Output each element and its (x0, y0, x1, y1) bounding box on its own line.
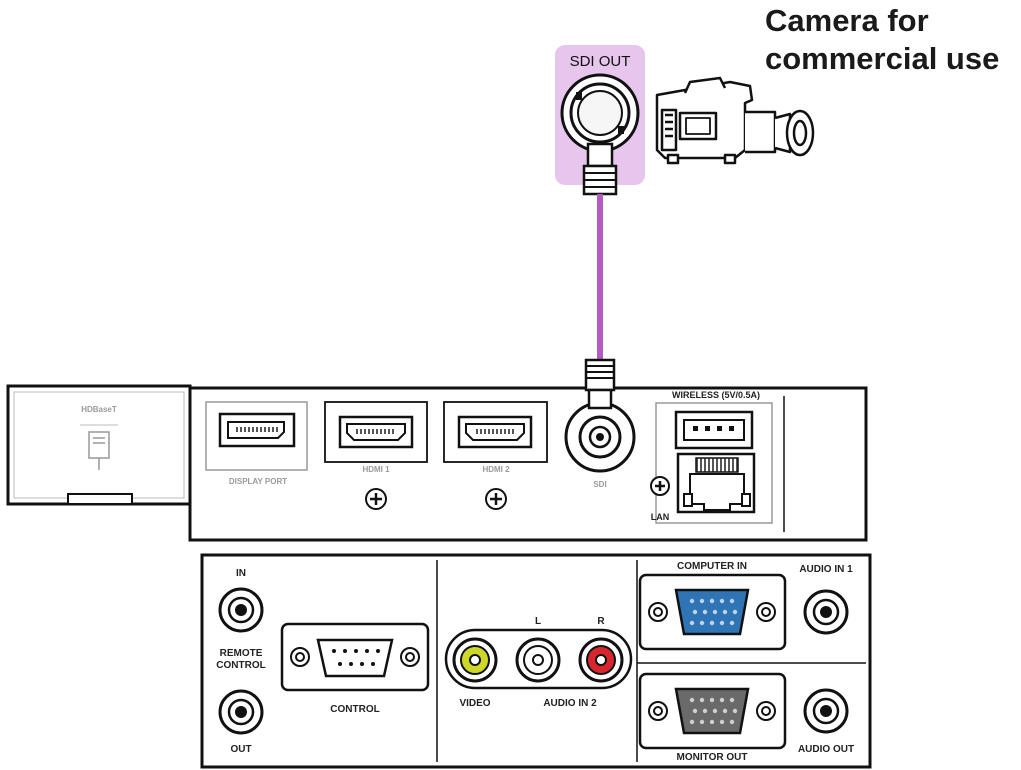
audio-l-jack (515, 637, 561, 683)
usb-label: WIRELESS (5V/0.5A) (672, 390, 760, 400)
remote-control-ports: IN REMOTE CONTROL OUT (216, 568, 265, 755)
hdmi-2-port: HDMI 2 (443, 401, 548, 510)
remote-control-label-1: REMOTE (220, 648, 263, 659)
hdbaset-label: HDBaseT (81, 405, 117, 414)
title-line-2: commercial use (765, 41, 999, 76)
monitor-out-label: MONITOR OUT (677, 752, 748, 763)
video-label: VIDEO (459, 698, 490, 709)
sdi-out-label: SDI OUT (570, 53, 631, 70)
camera-sdi-out-port: SDI OUT (555, 45, 645, 196)
computer-in-port: COMPUTER IN (638, 561, 787, 651)
monitor-out-port: MONITOR OUT (638, 672, 787, 763)
video-jack (452, 637, 498, 683)
sdi-label: SDI (593, 480, 606, 489)
audio-in2-label: AUDIO IN 2 (543, 698, 597, 709)
ethernet-plug-icon (88, 431, 110, 470)
remote-out-label: OUT (230, 744, 251, 755)
control-port: CONTROL (280, 622, 430, 715)
screw-icon (485, 488, 507, 510)
hdmi-1-port: HDMI 1 (324, 401, 428, 510)
audio-r-label: R (597, 616, 605, 627)
lan-label: LAN (651, 512, 670, 522)
remote-control-label-2: CONTROL (216, 660, 265, 671)
video-camera-icon (655, 76, 815, 165)
hdbaset-module: HDBaseT (6, 384, 192, 506)
hdmi-1-label: HDMI 1 (362, 465, 390, 474)
sdi-input-port: SDI (564, 358, 636, 489)
hdmi-2-label: HDMI 2 (482, 465, 510, 474)
remote-in-label: IN (236, 568, 246, 579)
screw-icon (650, 476, 670, 496)
video-audio-in2-ports: L R VIDEO AUDIO IN 2 (444, 616, 633, 709)
control-label: CONTROL (330, 704, 379, 715)
audio-out-port: AUDIO OUT (798, 688, 854, 755)
audio-in1-label: AUDIO IN 1 (799, 564, 853, 575)
lan-port: LAN (650, 452, 756, 522)
display-port: DISPLAY PORT (205, 401, 308, 486)
audio-out-label: AUDIO OUT (798, 744, 854, 755)
computer-in-label: COMPUTER IN (677, 561, 747, 572)
audio-in1-port: AUDIO IN 1 (799, 564, 853, 635)
display-port-label: DISPLAY PORT (229, 477, 287, 486)
audio-r-jack (578, 637, 624, 683)
audio-l-label: L (535, 616, 541, 627)
sdi-cable (597, 194, 603, 360)
title-line-1: Camera for (765, 3, 929, 38)
screw-icon (365, 488, 387, 510)
